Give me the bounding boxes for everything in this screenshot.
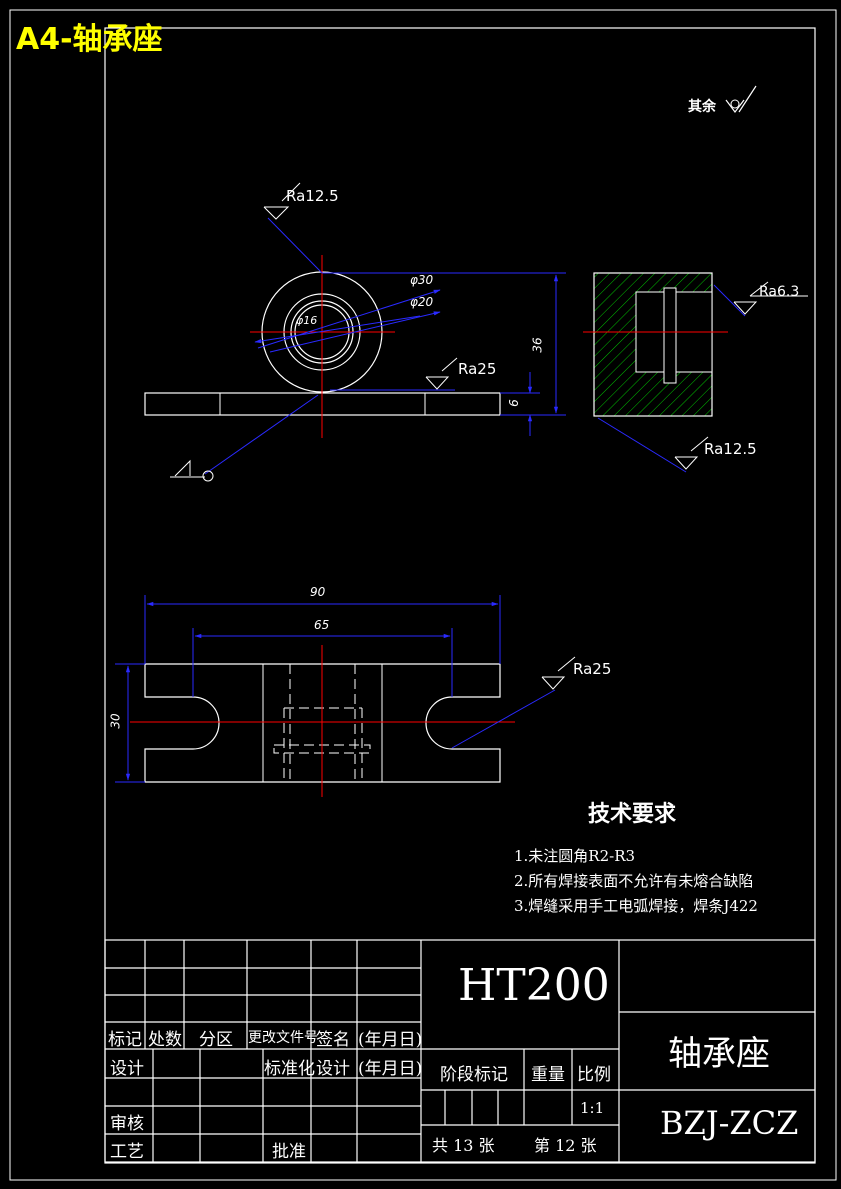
label-review: 审核	[110, 1114, 144, 1134]
front-view	[144, 182, 566, 482]
material: HT200	[458, 960, 610, 1011]
finish-bottom-view: Ra25	[573, 660, 612, 678]
tech-requirements-title: 技术要求	[588, 801, 677, 827]
sheet-number: 第 12 张	[534, 1136, 597, 1155]
total-sheets: 共 13 张	[432, 1136, 495, 1155]
label-standard: 标准化	[264, 1059, 315, 1079]
part-name: 轴承座	[668, 1034, 770, 1074]
dim-slot-spacing: 65	[314, 618, 330, 632]
scale-value: 1:1	[580, 1099, 605, 1117]
top-view	[115, 595, 576, 797]
outer-border	[9, 9, 837, 1181]
dim-height: 36	[530, 337, 545, 353]
dim-base-thickness: 6	[506, 399, 521, 407]
col-zone: 分区	[199, 1030, 233, 1050]
dim-mid-dia: φ20	[410, 295, 434, 309]
dim-inner-dia: φ16	[296, 314, 318, 327]
finish-base-top: Ra25	[458, 360, 497, 378]
inner-border	[104, 27, 816, 1164]
sheet-title: A4-轴承座	[16, 22, 163, 57]
label-process: 工艺	[110, 1142, 144, 1162]
label-stage-mark: 阶段标记	[440, 1065, 508, 1085]
side-view	[583, 272, 808, 473]
dim-outer-dia: φ30	[410, 273, 434, 287]
general-finish-label: 其余	[688, 99, 716, 115]
col-mark: 标记	[108, 1030, 142, 1050]
tech-item-3: 3.焊缝采用手工电弧焊接，焊条J422	[514, 897, 758, 915]
label-scale: 比例	[577, 1065, 611, 1085]
finish-side-right: Ra6.3	[759, 284, 800, 300]
dim-depth: 30	[108, 713, 123, 729]
col-sign: 签名	[316, 1030, 350, 1050]
col-count: 处数	[148, 1030, 182, 1050]
finish-side-bottom: Ra12.5	[704, 440, 757, 458]
dim-total-width: 90	[310, 585, 326, 599]
label-design: 设计	[110, 1059, 144, 1079]
general-finish-symbol	[725, 85, 757, 113]
title-block-lines	[104, 939, 816, 1163]
tech-item-1: 1.未注圆角R2-R3	[514, 847, 636, 865]
finish-top-view: Ra12.5	[286, 187, 339, 205]
col-date: (年月日)	[358, 1030, 423, 1050]
label-weight: 重量	[531, 1065, 565, 1085]
label-design-2: 设计	[316, 1059, 350, 1079]
label-date-2: (年月日)	[358, 1059, 423, 1079]
col-doc: 更改文件号	[248, 1030, 318, 1046]
drawing-number: BZJ-ZCZ	[660, 1104, 799, 1142]
label-approve: 批准	[272, 1142, 306, 1162]
tech-item-2: 2.所有焊接表面不允许有未熔合缺陷	[514, 872, 754, 890]
